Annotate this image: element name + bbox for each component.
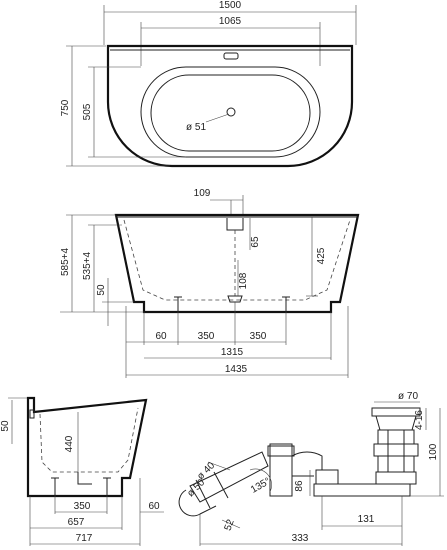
dim-440: 440: [64, 435, 75, 452]
drain-circle: [226, 107, 236, 117]
dim-657: 657: [68, 517, 85, 528]
front-view: 109 65 425 108 585+4: [60, 188, 360, 378]
dim-60-front: 60: [155, 331, 167, 342]
dim-1500: 1500: [219, 0, 242, 11]
dim-350-left: 350: [198, 331, 215, 342]
dim-1435: 1435: [225, 364, 248, 375]
dim-108: 108: [238, 272, 249, 289]
dim-65: 65: [250, 236, 261, 248]
dim-350-side: 350: [74, 501, 91, 512]
dim-86: 86: [294, 480, 305, 492]
tub-outline-top: [106, 44, 354, 168]
dim-angle-135: 135°: [249, 476, 272, 496]
tub-outline-side: [26, 396, 148, 498]
dim-plug-70: ø 70: [398, 391, 418, 402]
dim-60-side: 60: [148, 501, 160, 512]
dim-425: 425: [316, 247, 327, 264]
dim-131: 131: [358, 514, 375, 525]
siphon-trap: [269, 443, 293, 497]
dim-4-16: 4-16: [414, 410, 425, 430]
inner-basin-dashed: [123, 219, 351, 301]
dim-52: 52: [223, 518, 237, 533]
dim-50-side: 50: [0, 420, 11, 432]
adjustable-feet: [174, 296, 290, 312]
dim-333: 333: [292, 533, 309, 544]
dim-109: 109: [194, 188, 211, 199]
dim-100: 100: [428, 443, 439, 460]
dim-717: 717: [76, 533, 93, 544]
dim-drain-diameter: ø 51: [186, 122, 206, 133]
overflow-pipe: [226, 218, 244, 231]
drain-plug-top: [371, 407, 421, 417]
dim-585-4: 585+4: [60, 248, 71, 277]
dim-535-4: 535+4: [82, 252, 93, 281]
dim-350-right: 350: [250, 331, 267, 342]
side-view: 50 440 350 60 657 717: [0, 396, 164, 546]
dim-750: 750: [60, 99, 71, 116]
top-view: 1500 1065 ø 51 750 505: [60, 0, 357, 168]
dim-505: 505: [82, 103, 93, 120]
siphon-detail: ø 40 ø 50 135° 86 52 ø 70 4-16 100 131 3…: [178, 391, 444, 546]
dim-1315: 1315: [221, 347, 244, 358]
inner-basin-side-dashed: [39, 407, 139, 473]
overflow-slot: [223, 52, 239, 60]
dim-feet-50: 50: [96, 284, 107, 296]
basin-outline: [140, 66, 321, 158]
siphon-hose: [189, 451, 269, 503]
dim-1065: 1065: [219, 16, 242, 27]
